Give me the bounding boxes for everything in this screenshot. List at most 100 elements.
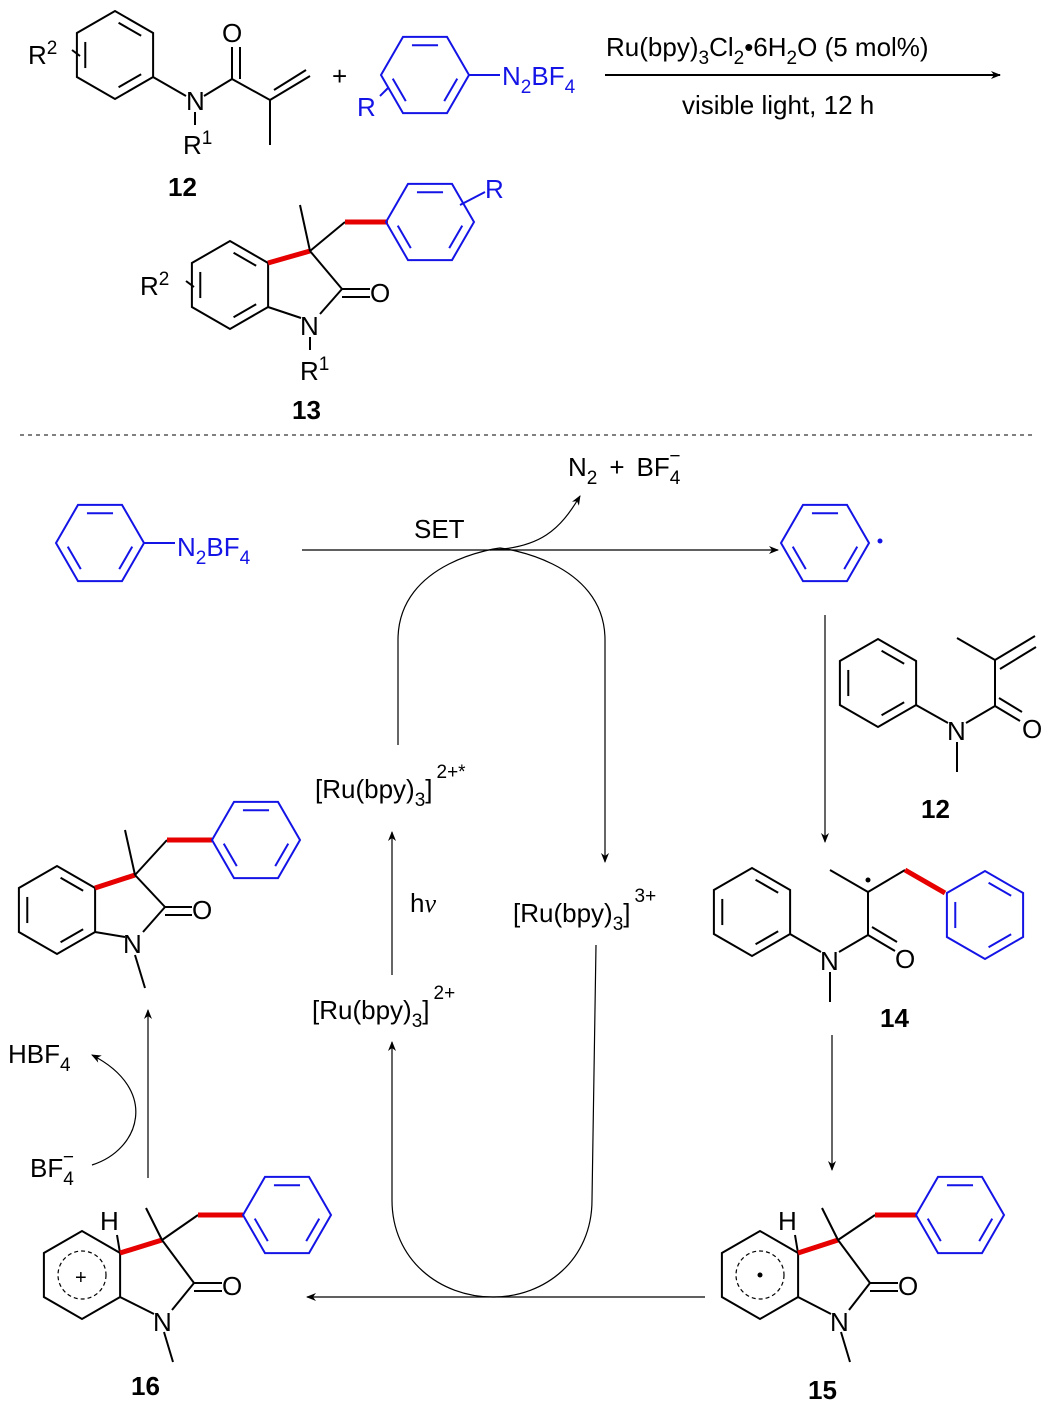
double-bond <box>926 1218 942 1242</box>
compound-12-mechanism: N O 12 <box>838 635 1042 824</box>
hydrogen-atom: H <box>100 1206 119 1236</box>
oxygen-atom: O <box>192 895 212 925</box>
ring-bonds <box>945 869 1025 961</box>
cycle-upper-arc <box>397 547 609 863</box>
double-bond <box>396 225 412 249</box>
ru-oxidized-state: [Ru(bpy)3]3+ <box>513 886 656 935</box>
r1-substituent: R1 <box>183 128 212 160</box>
radical-dot <box>865 877 871 883</box>
byproducts: N2+BF4− <box>568 446 681 489</box>
radical-dot <box>877 538 883 544</box>
benzene-ring <box>945 869 1025 961</box>
nitrogen-atom: N <box>153 1307 172 1337</box>
benzene-ring <box>210 800 302 880</box>
ring-bonds <box>241 1175 333 1255</box>
oxindole-product: O N <box>17 800 302 989</box>
ring-bonds <box>712 866 792 958</box>
ring-bonds <box>54 503 146 583</box>
r-substituent: R <box>357 92 376 122</box>
diazonium-group: N2BF4 <box>502 61 576 98</box>
ring-bonds <box>384 182 476 262</box>
benzene-ring <box>712 866 792 958</box>
set-label: SET <box>414 514 465 544</box>
compound-14: N O 14 <box>712 866 1025 1033</box>
nitrogen-atom: N <box>830 1307 849 1337</box>
nitrogen-atom: N <box>947 716 966 746</box>
double-bond <box>448 225 464 249</box>
benzene-ring <box>241 1175 333 1255</box>
ring-bonds <box>75 9 155 101</box>
double-bond <box>118 73 142 89</box>
light-condition: visible light, 12 h <box>682 90 874 120</box>
ru-ground-state: [Ru(bpy)3]2+ <box>312 983 455 1032</box>
oxygen-atom: O <box>222 1271 242 1301</box>
delocalized-ring <box>735 1250 785 1300</box>
compound-label-12: 12 <box>921 794 950 824</box>
compound-15: H O N 15 <box>720 1175 1006 1405</box>
double-bond <box>233 303 257 319</box>
nitrogen-atom: N <box>820 946 839 976</box>
benzene-ring <box>379 35 471 115</box>
light-hv: hν <box>410 888 436 918</box>
benzene-ring <box>190 239 270 331</box>
double-bond <box>118 546 134 570</box>
plus-sign: + <box>332 61 347 91</box>
ring-bonds <box>838 637 918 729</box>
oxygen-atom: O <box>895 944 915 974</box>
nitrogen-atom: N <box>300 311 319 341</box>
ru-excited-state: [Ru(bpy)3]2+* <box>315 762 466 811</box>
r1-substituent: R1 <box>300 354 329 386</box>
double-bond <box>118 21 142 37</box>
r2-substituent: R2 <box>28 38 57 70</box>
r2-substituent: R2 <box>140 269 169 301</box>
aryl-diazonium-reagent: R N2BF4 <box>357 35 576 122</box>
double-bond <box>843 546 859 570</box>
oxygen-atom: O <box>222 18 242 48</box>
double-bond <box>988 933 1012 949</box>
double-bond <box>881 649 905 665</box>
double-bond <box>791 546 807 570</box>
phenyl-radical <box>779 503 883 583</box>
benzene-ring <box>384 182 476 262</box>
double-bond <box>305 1218 321 1242</box>
ring-bonds <box>914 1175 1006 1255</box>
double-bond <box>988 881 1012 897</box>
ring-bonds <box>190 239 270 331</box>
nitrogen-atom: N <box>186 86 205 116</box>
compound-label-13: 13 <box>292 395 321 425</box>
double-bond <box>66 546 82 570</box>
hbf4-release-arrow <box>91 1054 137 1166</box>
double-bond <box>60 876 84 892</box>
radical-dot <box>757 1272 763 1278</box>
double-bond <box>233 251 257 267</box>
ring-bonds <box>779 503 871 583</box>
ring-bonds <box>210 800 302 880</box>
double-bond <box>755 930 779 946</box>
bf4-anion: BF4− <box>30 1147 74 1190</box>
benzene-ring <box>75 9 155 101</box>
benzene-ring <box>914 1175 1006 1255</box>
r-substituent: R <box>485 174 504 204</box>
compound-13: R R2 O N R1 13 <box>140 174 504 425</box>
double-bond <box>253 1218 269 1242</box>
compound-16: + H O N 16 <box>42 1175 333 1401</box>
double-bond <box>978 1218 994 1242</box>
double-bond <box>60 928 84 944</box>
compound-12-top: R2 N O R1 12 <box>28 9 311 202</box>
benzenediazonium: N2BF4 <box>54 503 251 583</box>
oxygen-atom: O <box>898 1271 918 1301</box>
benzene-ring <box>17 864 97 956</box>
benzene-ring <box>54 503 146 583</box>
compound-label-16: 16 <box>131 1371 160 1401</box>
compound-label-15: 15 <box>808 1375 837 1405</box>
cation-charge: + <box>75 1267 87 1289</box>
double-bond <box>443 78 459 102</box>
ring-bonds <box>17 864 97 956</box>
oxygen-atom: O <box>1022 714 1042 744</box>
benzene-ring <box>838 637 918 729</box>
benzene-ring <box>779 503 871 583</box>
nitrogen-atom: N <box>123 929 142 959</box>
double-bond <box>391 78 407 102</box>
delocalized-ring <box>57 1250 107 1300</box>
byproduct-release-arrow <box>489 495 581 551</box>
